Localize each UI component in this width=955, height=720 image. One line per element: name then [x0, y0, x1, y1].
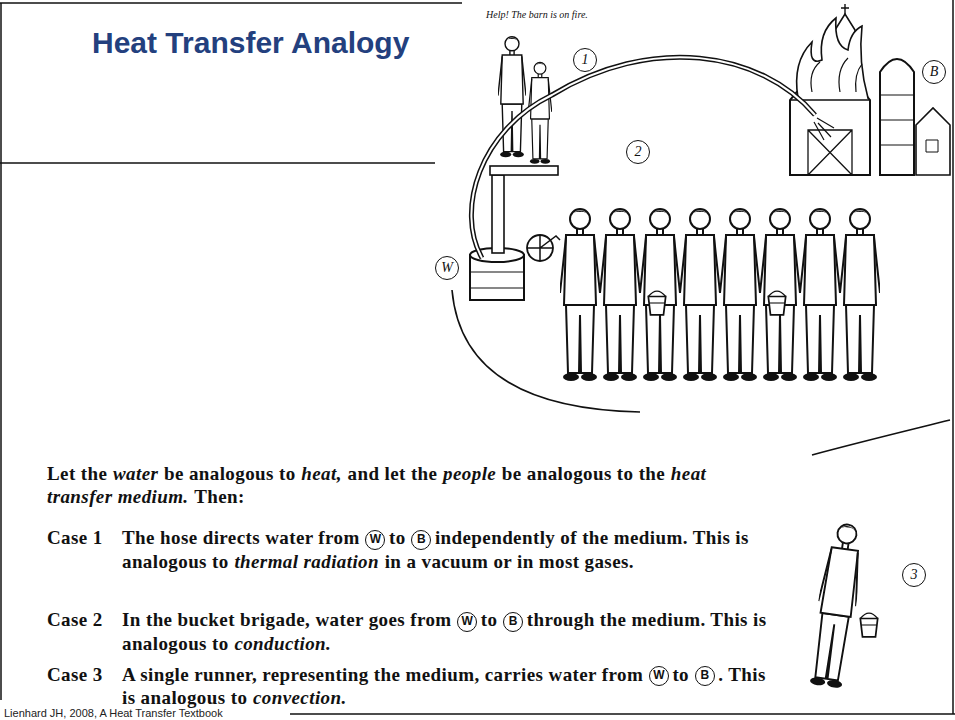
flames	[797, 18, 868, 98]
brigade-person	[760, 209, 800, 381]
body-text: heat,	[301, 463, 342, 484]
bucket	[648, 291, 665, 315]
barn-door	[790, 100, 870, 175]
paragraph: In the bucket brigade, water goes from Wt…	[122, 608, 777, 655]
case-heading: Case 2	[47, 609, 103, 630]
silo-bands	[880, 95, 914, 145]
body-text: to	[672, 664, 689, 685]
runner-path	[812, 420, 950, 455]
slide-border	[0, 3, 2, 700]
body-text: and let the	[348, 463, 438, 484]
body-text: to	[481, 609, 498, 630]
case-heading: Case 1	[47, 527, 103, 548]
inline-circle: B	[695, 666, 715, 686]
body-text: in a vacuum or in most gases.	[385, 551, 634, 572]
bucket	[768, 291, 785, 315]
water-spray	[814, 118, 834, 140]
circle-letter: W	[370, 532, 381, 546]
hose	[471, 57, 815, 258]
callout-number: B	[930, 64, 939, 79]
callout-circle: W	[435, 256, 459, 280]
runner	[807, 522, 867, 689]
slide-border	[0, 2, 462, 4]
paragraph: Let the water be analogous toheat, and let …	[47, 462, 772, 508]
body-text: to	[389, 527, 406, 548]
callout-number: W	[441, 260, 453, 275]
church-cross	[841, 4, 849, 14]
brigade-person	[560, 209, 600, 381]
farmhouse-window	[926, 140, 938, 152]
body-text: conduction.	[234, 633, 331, 654]
circle-letter: B	[417, 532, 426, 546]
inline-circle: B	[411, 530, 431, 550]
case-heading: Case 3	[47, 664, 103, 685]
callout-number: 2	[635, 144, 642, 159]
slide-border	[952, 0, 954, 714]
farmhouse	[916, 108, 950, 175]
inline-circle: W	[457, 612, 477, 632]
callout-number: 3	[911, 567, 918, 582]
circle-letter: W	[653, 668, 664, 682]
circle-letter: B	[700, 668, 709, 682]
bucket	[860, 613, 877, 637]
body-text: In the bucket brigade, water goes from	[122, 609, 452, 630]
label-box: Help! The barn is on fire.	[486, 4, 588, 22]
paragraph: The hose directs water fromWtoBindepende…	[122, 526, 777, 573]
silo	[880, 59, 914, 175]
inline-circle: W	[365, 530, 385, 550]
flames	[811, 58, 862, 92]
callout-circle: 2	[626, 140, 650, 164]
case-heading-box: Case 1	[47, 526, 103, 549]
body-text: people	[443, 463, 496, 484]
brigade-person	[840, 209, 880, 381]
pump-handle	[527, 235, 560, 261]
source-caption: Lienhard JH, 2008, A Heat Transfer Textb…	[4, 707, 223, 719]
slide-border	[290, 713, 955, 715]
slide-title: Heat Transfer Analogy	[92, 26, 409, 59]
body-text: be analogous to	[164, 463, 296, 484]
body-text: Then:	[194, 486, 245, 507]
hose-man	[528, 62, 552, 163]
title-rule	[0, 162, 435, 164]
case-heading-box: Case 3	[47, 663, 103, 686]
brigade-person	[600, 209, 640, 381]
brigade-person	[680, 209, 720, 381]
body-text: Let the	[47, 463, 107, 484]
inline-circle: W	[649, 666, 669, 686]
body-text: water	[113, 463, 158, 484]
hose-man	[498, 37, 526, 157]
callout-circle: B	[922, 60, 946, 84]
callout-number: 1	[582, 52, 589, 67]
case-heading-box: Case 2	[47, 608, 103, 631]
paragraph: A single runner, representing the medium…	[122, 663, 777, 710]
brigade-person	[640, 209, 680, 381]
illustration-caption: Help! The barn is on fire.	[486, 9, 588, 20]
circle-letter: B	[509, 614, 518, 628]
callout-circle: 3	[902, 563, 926, 587]
brigade-person	[800, 209, 840, 381]
body-text: The hose directs water from	[122, 527, 360, 548]
circle-letter: W	[462, 614, 473, 628]
pump-post	[492, 175, 504, 253]
brigade-person	[720, 209, 760, 381]
body-text: A single runner, representing the medium…	[122, 664, 643, 685]
inline-circle: B	[503, 612, 523, 632]
hose	[471, 57, 815, 258]
well-hoops	[470, 272, 524, 288]
body-text: be analogous to the	[502, 463, 665, 484]
runner-path	[452, 290, 640, 412]
title-box: Heat Transfer Analogy	[92, 26, 409, 60]
body-text: convection.	[253, 687, 347, 708]
body-text: thermal radiation	[234, 551, 379, 572]
callout-circle: 1	[573, 48, 597, 72]
pump-platform	[490, 166, 558, 175]
